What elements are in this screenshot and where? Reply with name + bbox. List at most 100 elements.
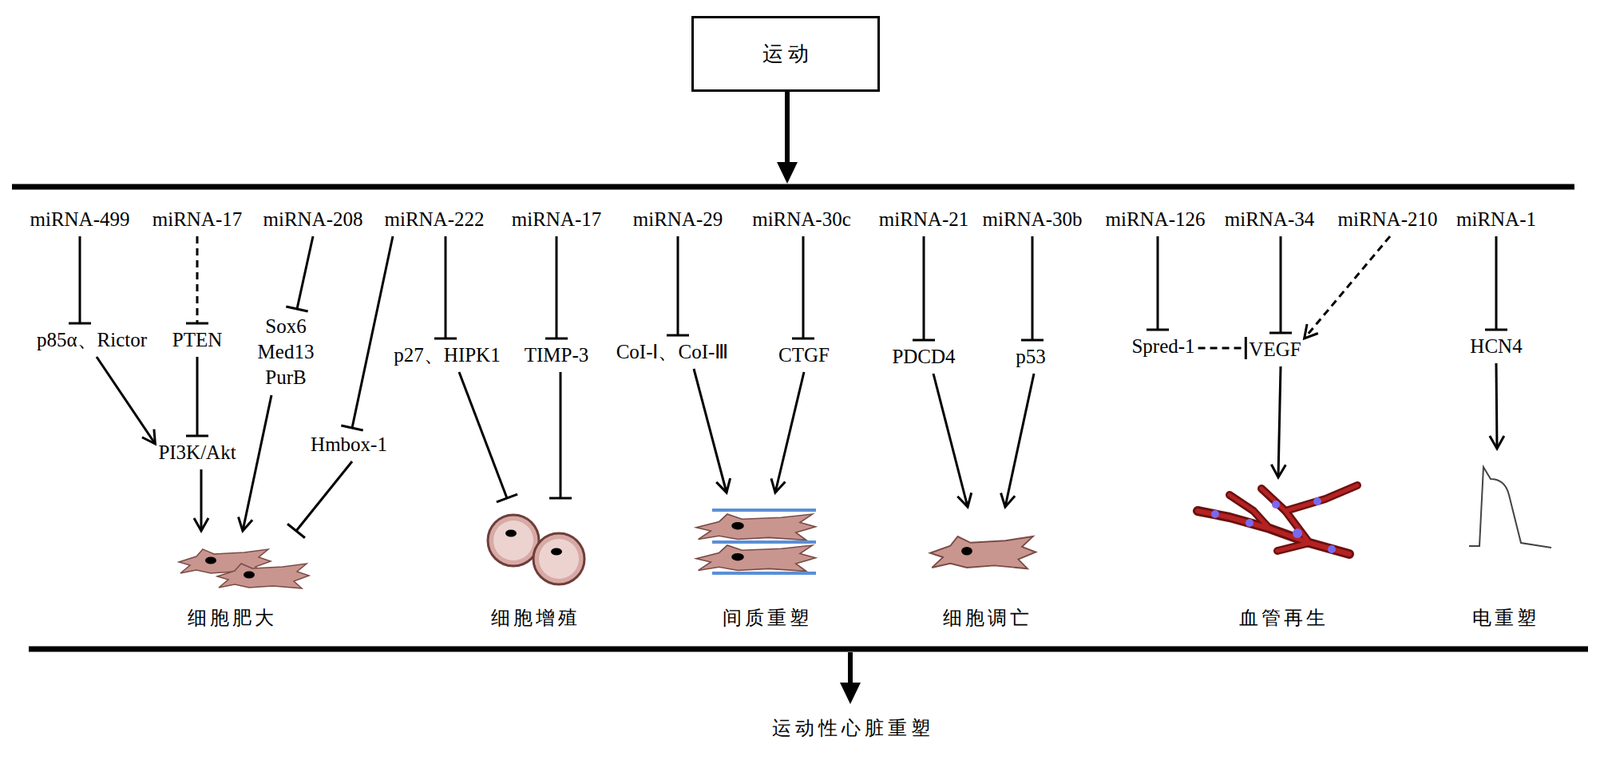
outcome-figure: 细胞调亡 xyxy=(922,506,1054,631)
connector xyxy=(771,372,804,493)
vessel xyxy=(1277,542,1310,551)
inhibit-bar xyxy=(545,337,568,341)
connector xyxy=(666,236,690,336)
target-node: VEGF xyxy=(1245,332,1304,367)
vessel-cell xyxy=(1271,500,1280,509)
connector xyxy=(285,236,313,312)
target-node: HCN4 xyxy=(1466,329,1525,364)
outcome-figure: 间质重塑 xyxy=(686,492,848,631)
connector-line xyxy=(555,236,559,339)
inhibit-bar xyxy=(792,337,815,341)
mirna-node: miRNA-210 xyxy=(1334,202,1442,237)
node-text: CTGF xyxy=(778,343,830,368)
target-node: PTEN xyxy=(169,323,226,357)
mirna-node: miRNA-29 xyxy=(629,202,727,237)
connector xyxy=(434,236,457,339)
connector-line xyxy=(1496,363,1498,449)
target-node: CoI-Ⅰ、CoI-Ⅲ xyxy=(613,335,733,369)
node-text: CoI-Ⅰ、CoI-Ⅲ xyxy=(616,340,729,365)
node-text: miRNA-21 xyxy=(879,207,970,232)
connector-line xyxy=(297,236,313,309)
node-text: VEGF xyxy=(1248,337,1301,362)
connector xyxy=(68,236,92,324)
connector xyxy=(792,236,815,339)
connector xyxy=(186,236,209,324)
cell-body xyxy=(533,533,585,585)
node-text: HCN4 xyxy=(1469,334,1522,359)
node-text: Hmbox-1 xyxy=(310,432,388,457)
node-text: miRNA-222 xyxy=(384,207,485,232)
cell-body xyxy=(493,520,534,561)
cell-nucleus xyxy=(550,548,563,556)
connector xyxy=(1269,236,1292,333)
collagen-fiber xyxy=(712,540,816,544)
flow-arrow xyxy=(847,652,853,686)
cell-body xyxy=(487,514,539,567)
vessel xyxy=(1197,510,1350,555)
cell-nucleus xyxy=(961,546,973,555)
connector-line xyxy=(1198,347,1247,350)
collagen-fiber xyxy=(712,571,816,575)
inhibit-bar xyxy=(1485,328,1508,332)
inhibit-bar xyxy=(496,494,518,503)
connector xyxy=(287,461,353,539)
connector xyxy=(194,469,209,531)
connector xyxy=(1485,236,1508,330)
node-text: PI3K/Akt xyxy=(158,440,236,465)
connector xyxy=(238,395,272,531)
arrow-head xyxy=(194,518,209,531)
arrow-head xyxy=(716,478,730,493)
target-node: Sox6 Med13 PurB xyxy=(254,308,318,396)
inhibit-bar xyxy=(287,523,305,539)
connector xyxy=(340,236,393,431)
vessel xyxy=(1277,542,1310,551)
inhibit-bar xyxy=(1244,336,1248,360)
node-text: TIMP-3 xyxy=(524,343,590,368)
mirna-node: miRNA-21 xyxy=(875,202,973,237)
cell-body xyxy=(696,545,816,572)
connector-line xyxy=(1156,236,1160,330)
arrow-head xyxy=(957,492,971,507)
vessel xyxy=(1285,485,1358,511)
connector xyxy=(186,356,209,436)
connector-line xyxy=(296,461,353,531)
connector-line xyxy=(802,236,805,339)
node-text: Spred-1 xyxy=(1131,334,1195,359)
node-text: Sox6 Med13 PurB xyxy=(257,313,315,391)
connector-line xyxy=(1278,366,1281,478)
node-text: PTEN xyxy=(172,328,223,353)
connector-line xyxy=(196,236,199,324)
outcome-figure: 电重塑 xyxy=(1465,448,1546,631)
target-node: Spred-1 xyxy=(1128,329,1198,364)
collagen-fiber xyxy=(712,508,816,512)
node-text: p27、HIPK1 xyxy=(393,343,500,368)
connector-line xyxy=(933,373,968,507)
connector-line xyxy=(196,356,199,436)
inhibit-bar xyxy=(1269,332,1292,335)
inhibit-bar xyxy=(549,497,572,500)
node-text: 细胞增殖 xyxy=(488,605,583,631)
node-text: PDCD4 xyxy=(891,344,955,369)
connector xyxy=(96,356,155,444)
node-text: 细胞肥大 xyxy=(185,605,280,631)
connector-line xyxy=(559,372,563,499)
vessel-cell xyxy=(1292,528,1303,539)
node-text: miRNA-210 xyxy=(1338,207,1438,232)
connector xyxy=(1198,336,1247,360)
target-node: p85α、Rictor xyxy=(33,323,151,357)
mirna-node: miRNA-34 xyxy=(1221,202,1319,237)
connector xyxy=(693,368,731,493)
mirna-node: miRNA-17 xyxy=(149,202,246,237)
node-text: p53 xyxy=(1015,344,1046,369)
arrow-head xyxy=(1489,435,1505,449)
arrow-head xyxy=(238,516,254,531)
arrow-head xyxy=(776,162,798,184)
pathway-node: PI3K/Akt xyxy=(154,435,239,470)
target-node: PDCD4 xyxy=(888,340,959,374)
inhibit-bar xyxy=(666,334,690,337)
inhibit-bar xyxy=(1146,328,1169,332)
node-text: 细胞调亡 xyxy=(940,605,1035,631)
connector-line xyxy=(242,395,272,531)
target-node: p53 xyxy=(1012,340,1050,374)
connector xyxy=(549,372,572,499)
